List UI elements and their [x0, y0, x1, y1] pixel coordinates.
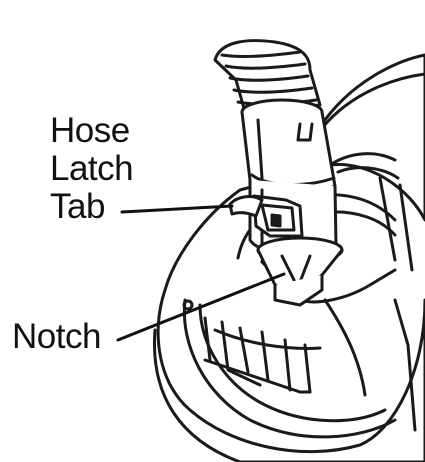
latch-tab	[228, 194, 304, 238]
leader-line-notch	[116, 272, 286, 342]
leader-lines	[116, 204, 286, 342]
label-notch-text: Notch	[12, 317, 101, 356]
label-hose-latch-tab: Hose Latch Tab	[50, 111, 134, 226]
cleaner-body	[152, 53, 425, 462]
leader-line-hose-latch-tab	[120, 204, 234, 214]
notch-block	[256, 236, 344, 307]
hose	[213, 39, 322, 114]
label-hose-latch-tab-line-1: Hose	[50, 111, 130, 150]
label-hose-latch-tab-line-2: Latch	[50, 149, 134, 188]
label-hose-latch-tab-line-3: Tab	[50, 187, 105, 226]
label-notch: Notch	[12, 318, 101, 356]
